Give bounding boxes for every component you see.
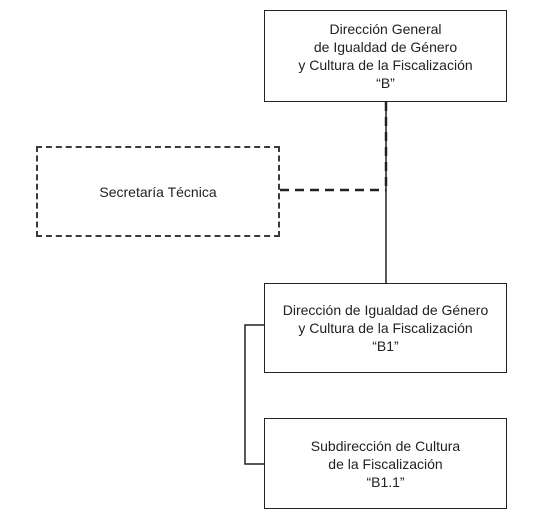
- box-b1-line-2: y Cultura de la Fiscalización: [298, 320, 473, 336]
- box-b-line-1: Dirección General: [329, 21, 442, 37]
- box-b-line-3: y Cultura de la Fiscalización: [298, 57, 473, 73]
- direccion-b1-box: Dirección de Igualdad de Género y Cultur…: [264, 283, 507, 373]
- connector-b1-to-b11: [244, 324, 264, 465]
- box-b11-line-2: de la Fiscalización: [328, 455, 443, 472]
- secretaria-tecnica-box: Secretaría Técnica: [36, 146, 280, 237]
- box-b1-code: “B1”: [372, 338, 399, 354]
- box-b-line-2: de Igualdad de Género: [313, 39, 458, 55]
- box-b11-line-1: Subdirección de Cultura: [310, 437, 461, 454]
- box-b1-line-1: Dirección de Igualdad de Género: [282, 302, 489, 318]
- subdireccion-b11-box: Subdirección de Cultura de la Fiscalizac…: [264, 418, 507, 509]
- box-b11-code: “B1.1”: [366, 473, 405, 490]
- direccion-general-box: Dirección General de Igualdad de Género …: [264, 10, 507, 102]
- box-b-code: “B”: [376, 75, 395, 91]
- box-st-label: Secretaría Técnica: [99, 183, 217, 200]
